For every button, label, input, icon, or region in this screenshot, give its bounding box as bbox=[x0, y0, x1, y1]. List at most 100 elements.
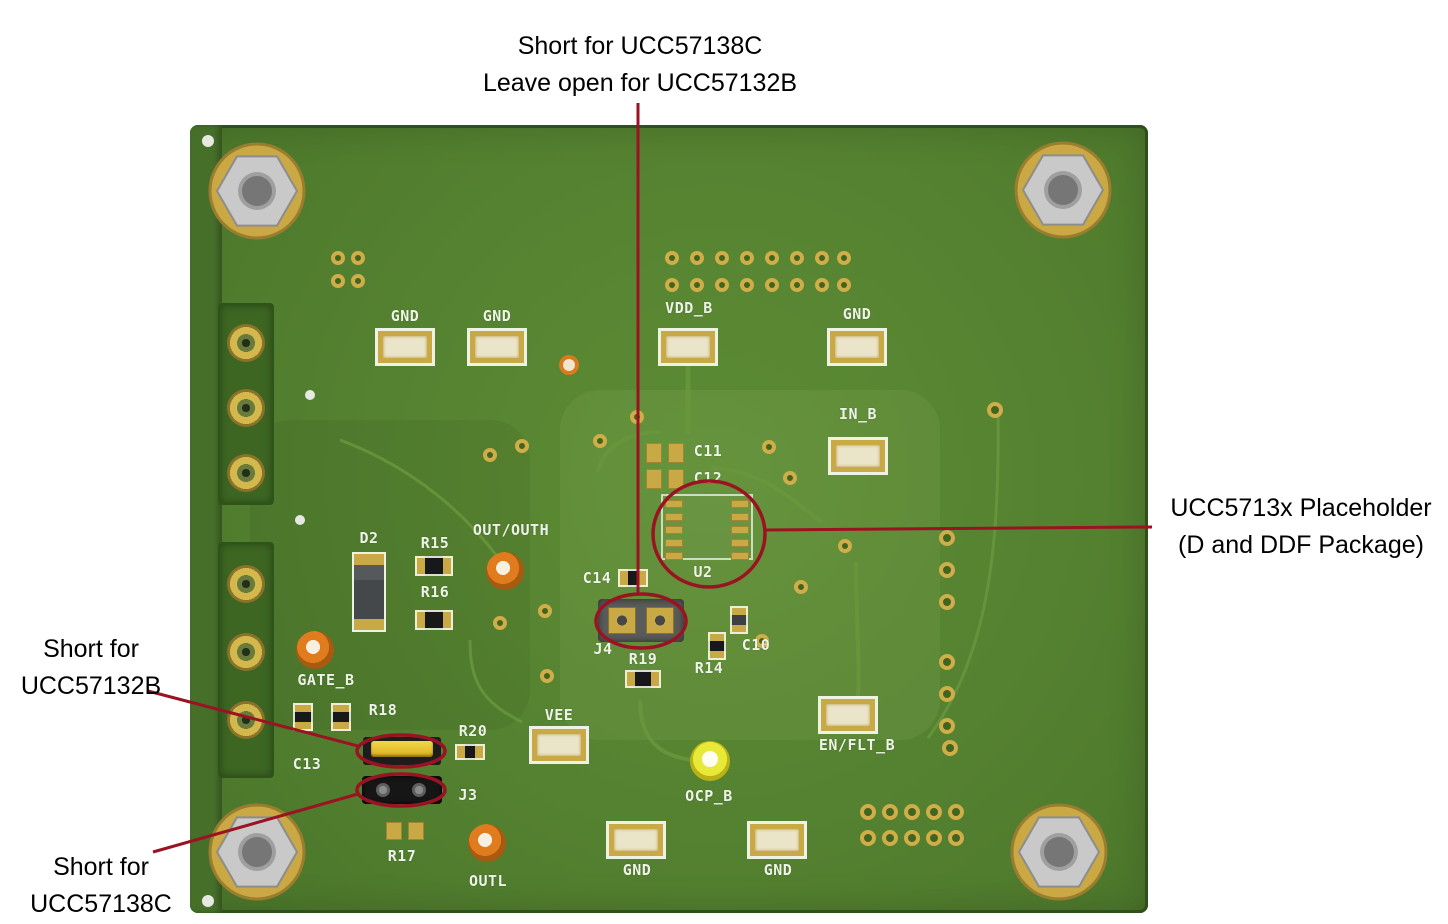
u2-pad bbox=[665, 539, 683, 547]
pad-r17-b bbox=[408, 822, 424, 840]
pad-gnd-bottom-1 bbox=[606, 821, 666, 859]
silkscreen-ocp-b: OCP_B bbox=[685, 787, 733, 805]
jumper-j4 bbox=[598, 599, 684, 642]
pad-surface bbox=[475, 336, 519, 358]
testpoint-ocp-b bbox=[690, 741, 730, 781]
u2-pad bbox=[665, 526, 683, 534]
silkscreen-gate-b: GATE_B bbox=[297, 671, 355, 689]
component-d2 bbox=[352, 552, 386, 632]
jumper-pin bbox=[376, 783, 390, 797]
silkscreen-c11: C11 bbox=[693, 442, 723, 460]
testpoint-outl bbox=[468, 824, 506, 862]
annotation-top: Short for UCC57138C Leave open for UCC57… bbox=[404, 28, 876, 102]
silkscreen-gnd-top-3: GND bbox=[842, 305, 872, 323]
silkscreen-u2: U2 bbox=[693, 563, 713, 581]
component-r16 bbox=[415, 610, 453, 630]
u2-pad bbox=[731, 500, 749, 508]
footprint-u2 bbox=[661, 494, 753, 560]
silkscreen-outl: OUTL bbox=[468, 872, 508, 890]
u2-pad bbox=[665, 500, 683, 508]
pad-c12-b bbox=[668, 469, 684, 489]
pad-surface bbox=[835, 336, 879, 358]
pad-gnd-top-2 bbox=[467, 328, 527, 366]
jumper-r18-shunt bbox=[371, 741, 433, 757]
pad-en-flt-b bbox=[818, 696, 878, 734]
annotation-bottom-left: Short for UCC57138C bbox=[15, 849, 187, 923]
silkscreen-en-flt-b: EN/FLT_B bbox=[818, 736, 896, 754]
component-r14 bbox=[708, 632, 726, 660]
component-c10 bbox=[730, 606, 748, 634]
silkscreen-r14: R14 bbox=[694, 659, 724, 677]
annotation-left-line1: Short for bbox=[43, 635, 139, 663]
silkscreen-c10: C10 bbox=[741, 636, 771, 654]
annotation-bottom-left-line1: Short for bbox=[53, 853, 149, 881]
terminal-hole bbox=[227, 324, 265, 362]
jumper-pin bbox=[412, 783, 426, 797]
jumper-pin bbox=[646, 607, 674, 634]
silkscreen-r17: R17 bbox=[387, 847, 417, 865]
pad-c12-a bbox=[646, 469, 662, 489]
terminal-block-top bbox=[218, 303, 274, 505]
component-c13-a bbox=[293, 703, 313, 731]
jumper-pin bbox=[608, 607, 636, 634]
silkscreen-c12: C12 bbox=[693, 469, 723, 487]
silkscreen-gnd-top-1: GND bbox=[390, 307, 420, 325]
silkscreen-d2: D2 bbox=[359, 529, 379, 547]
pad-surface bbox=[755, 829, 799, 851]
component-r19 bbox=[625, 670, 661, 688]
silkscreen-gnd-bottom-2: GND bbox=[763, 861, 793, 879]
terminal-block-bottom bbox=[218, 542, 274, 778]
silkscreen-c14: C14 bbox=[582, 569, 612, 587]
silkscreen-r15: R15 bbox=[420, 534, 450, 552]
terminal-hole bbox=[227, 565, 265, 603]
u2-pad bbox=[731, 552, 749, 560]
component-c14 bbox=[618, 569, 648, 587]
pad-surface bbox=[666, 336, 710, 358]
component-c13-b bbox=[331, 703, 351, 731]
testpoint-gate-b bbox=[296, 631, 334, 669]
silkscreen-j3: J3 bbox=[458, 786, 478, 804]
testpoint-out-outh bbox=[486, 552, 524, 590]
pad-in-b bbox=[828, 437, 888, 475]
silkscreen-gnd-top-2: GND bbox=[482, 307, 512, 325]
u2-pad bbox=[665, 513, 683, 521]
annotation-top-line2: Leave open for UCC57132B bbox=[482, 69, 798, 97]
annotation-right-line1: UCC5713x Placeholder bbox=[1170, 494, 1432, 522]
pad-r17-a bbox=[386, 822, 402, 840]
pad-surface bbox=[826, 704, 870, 726]
silkscreen-r19: R19 bbox=[628, 650, 658, 668]
annotation-top-line1: Short for UCC57138C bbox=[517, 32, 763, 60]
pad-surface bbox=[614, 829, 658, 851]
silkscreen-out-outh: OUT/OUTH bbox=[472, 521, 550, 539]
annotation-left-line2: UCC57132B bbox=[20, 672, 162, 700]
u2-pad bbox=[665, 552, 683, 560]
jumper-j3 bbox=[362, 776, 442, 804]
pad-surface bbox=[537, 734, 581, 756]
pad-surface bbox=[383, 336, 427, 358]
terminal-hole bbox=[227, 389, 265, 427]
annotation-left: Short for UCC57132B bbox=[5, 631, 177, 705]
pad-gnd-bottom-2 bbox=[747, 821, 807, 859]
annotation-right: UCC5713x Placeholder (D and DDF Package) bbox=[1156, 490, 1446, 564]
pad-vdd-b bbox=[658, 328, 718, 366]
u2-pad bbox=[731, 539, 749, 547]
component-r15 bbox=[415, 556, 453, 576]
silkscreen-gnd-bottom-1: GND bbox=[622, 861, 652, 879]
u2-pad bbox=[731, 526, 749, 534]
silkscreen-r16: R16 bbox=[420, 583, 450, 601]
silkscreen-r18: R18 bbox=[368, 701, 398, 719]
terminal-hole bbox=[227, 633, 265, 671]
pad-gnd-top-1 bbox=[375, 328, 435, 366]
pad-surface bbox=[836, 445, 880, 467]
pad-c11-b bbox=[668, 443, 684, 463]
component-r20 bbox=[455, 744, 485, 760]
annotation-bottom-left-line2: UCC57138C bbox=[30, 890, 172, 918]
pcb-left-edge bbox=[190, 125, 222, 913]
silkscreen-j4: J4 bbox=[593, 640, 613, 658]
silkscreen-vdd-b: VDD_B bbox=[665, 299, 713, 317]
annotation-right-line2: (D and DDF Package) bbox=[1178, 531, 1424, 559]
pad-vee bbox=[529, 726, 589, 764]
silkscreen-c13: C13 bbox=[292, 755, 322, 773]
silkscreen-in-b: IN_B bbox=[838, 405, 878, 423]
